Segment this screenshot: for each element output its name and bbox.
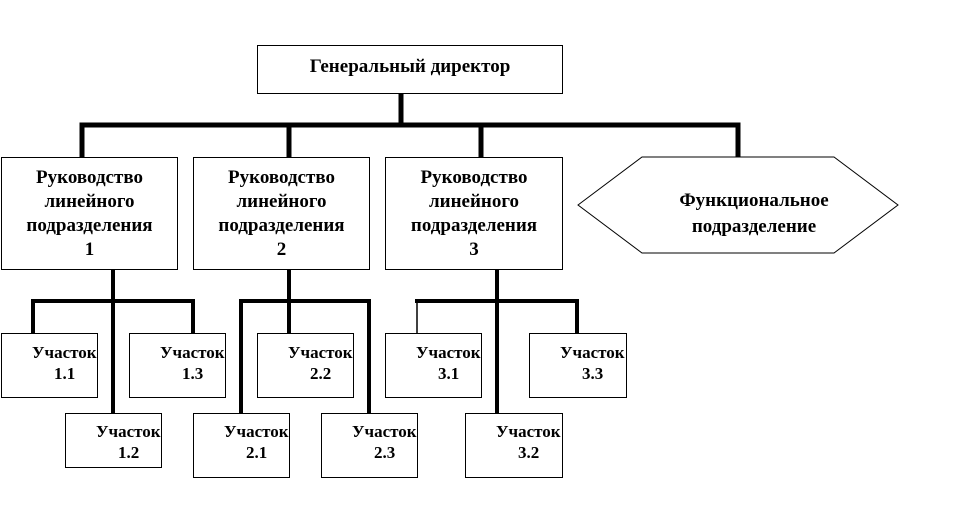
line-division-2-line2: линейного <box>236 191 327 212</box>
site-2-1-number: 2.1 <box>246 443 268 462</box>
functional-division-label: Функциональное подразделение <box>642 188 866 240</box>
line-division-2-number: 2 <box>276 239 287 260</box>
line-division-3-box: Руководство линейного подразделения 3 <box>385 157 563 270</box>
line-division-2-line1: Руководство <box>228 167 335 188</box>
site-3-1-label: Участок <box>416 343 481 362</box>
line-division-3-line1: Руководство <box>420 167 528 188</box>
site-2-1-label: Участок <box>224 422 289 441</box>
site-1-2-box: Участок 1.2 <box>65 413 162 468</box>
line-division-1-line1: Руководство <box>36 167 143 188</box>
site-1-3-label: Участок <box>160 343 225 362</box>
line-division-1-line3: подразделения <box>26 215 153 236</box>
general-director-box: Генеральный директор <box>257 45 563 94</box>
site-2-3-box: Участок 2.3 <box>321 413 418 478</box>
site-3-3-label: Участок <box>560 343 625 362</box>
line-division-1-box: Руководство линейного подразделения 1 <box>1 157 178 270</box>
site-2-1-box: Участок 2.1 <box>193 413 290 478</box>
functional-division-line1: Функциональное <box>679 190 829 211</box>
site-3-2-number: 3.2 <box>518 443 540 462</box>
site-2-2-number: 2.2 <box>310 364 332 383</box>
line-division-3-line3: подразделения <box>410 215 538 236</box>
line-division-3-line2: линейного <box>428 191 520 212</box>
site-1-1-label: Участок <box>32 343 97 362</box>
site-2-3-number: 2.3 <box>374 443 396 462</box>
site-3-2-label: Участок <box>496 422 561 441</box>
site-2-2-label: Участок <box>288 343 353 362</box>
general-director-label: Генеральный директор <box>309 56 511 77</box>
line-division-1-number: 1 <box>84 239 95 260</box>
site-3-2-box: Участок 3.2 <box>465 413 563 478</box>
site-1-3-number: 1.3 <box>182 364 204 383</box>
site-2-3-label: Участок <box>352 422 417 441</box>
line-division-1-line2: линейного <box>44 191 135 212</box>
line-division-3-number: 3 <box>469 239 479 260</box>
site-1-3-box: Участок 1.3 <box>129 333 226 398</box>
site-3-3-box: Участок 3.3 <box>529 333 627 398</box>
site-3-1-number: 3.1 <box>438 364 460 383</box>
site-3-1-box: Участок 3.1 <box>385 333 482 398</box>
functional-division-hexagon <box>577 156 899 254</box>
functional-division-line2: подразделение <box>691 216 817 237</box>
site-2-2-box: Участок 2.2 <box>257 333 354 398</box>
site-1-1-number: 1.1 <box>54 364 76 383</box>
line-division-2-line3: подразделения <box>218 215 345 236</box>
site-1-2-label: Участок <box>96 422 161 441</box>
site-1-1-box: Участок 1.1 <box>1 333 98 398</box>
line-division-2-box: Руководство линейного подразделения 2 <box>193 157 370 270</box>
site-3-3-number: 3.3 <box>582 364 604 383</box>
site-1-2-number: 1.2 <box>118 443 140 462</box>
